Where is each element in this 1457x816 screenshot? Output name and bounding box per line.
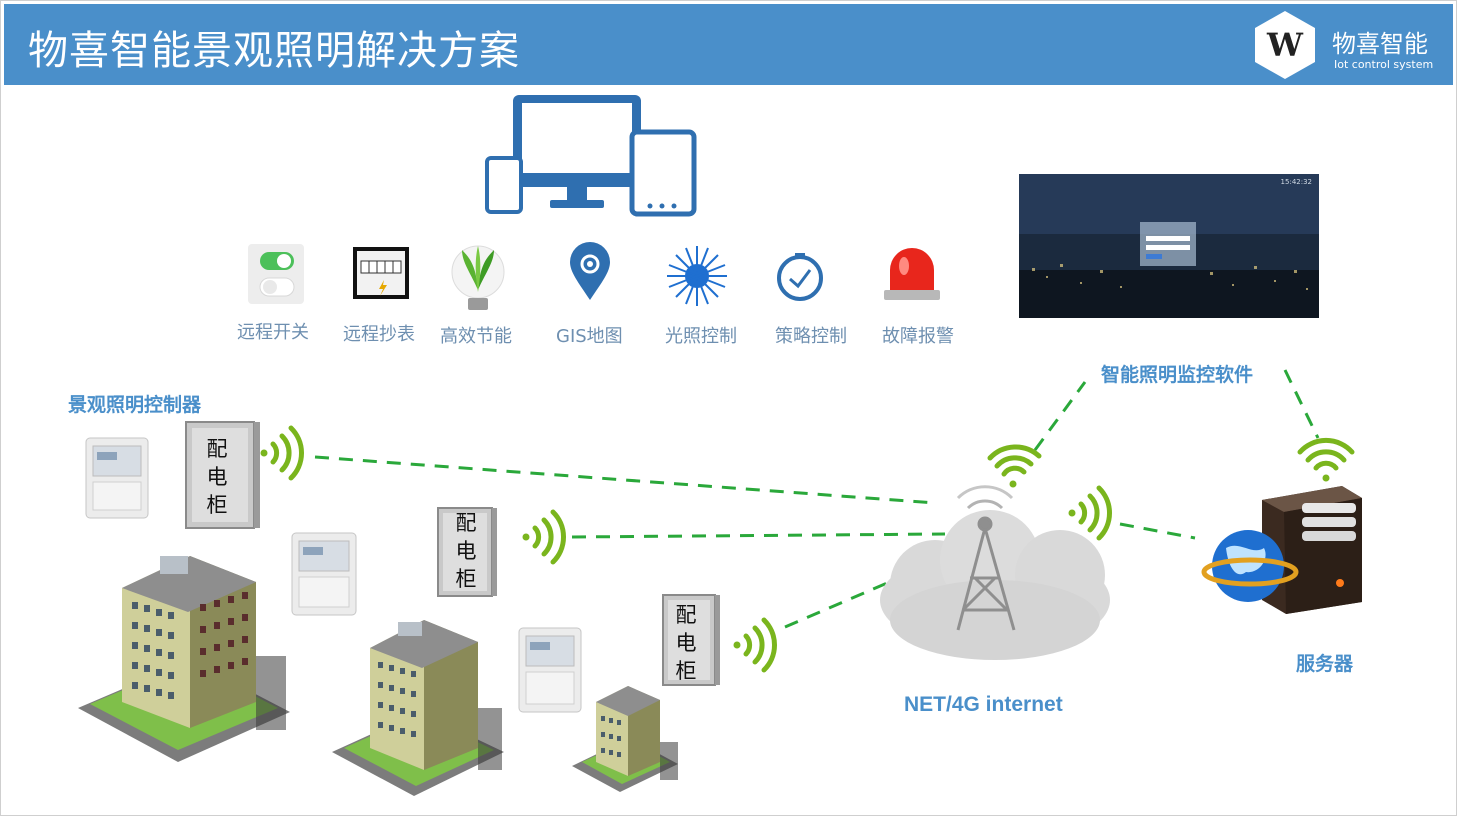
- logo-name: 物喜智能: [1332, 30, 1428, 58]
- monitoring-software-label: 智能照明监控软件: [1101, 364, 1254, 386]
- feature-label-remote-switch: 远程开关: [237, 322, 309, 343]
- header-bar: [4, 4, 1453, 85]
- network-label: NET/4G internet: [904, 693, 1063, 716]
- page-title: 物喜智能景观照明解决方案: [28, 28, 520, 74]
- feature-label-light-control: 光照控制: [665, 326, 737, 347]
- svg-text:W: W: [1266, 26, 1304, 64]
- feature-label-gis-map: GIS地图: [556, 326, 623, 347]
- server-label: 服务器: [1296, 653, 1354, 675]
- feature-label-strategy-control: 策略控制: [775, 326, 847, 347]
- feature-label-remote-meter: 远程抄表: [343, 324, 415, 345]
- controller-label: 景观照明控制器: [68, 394, 202, 416]
- feature-label-energy-saving: 高效节能: [440, 326, 512, 347]
- logo-icon: W: [1255, 11, 1315, 79]
- feature-label-fault-alarm: 故障报警: [882, 326, 954, 347]
- logo-subtitle: Iot control system: [1334, 58, 1434, 71]
